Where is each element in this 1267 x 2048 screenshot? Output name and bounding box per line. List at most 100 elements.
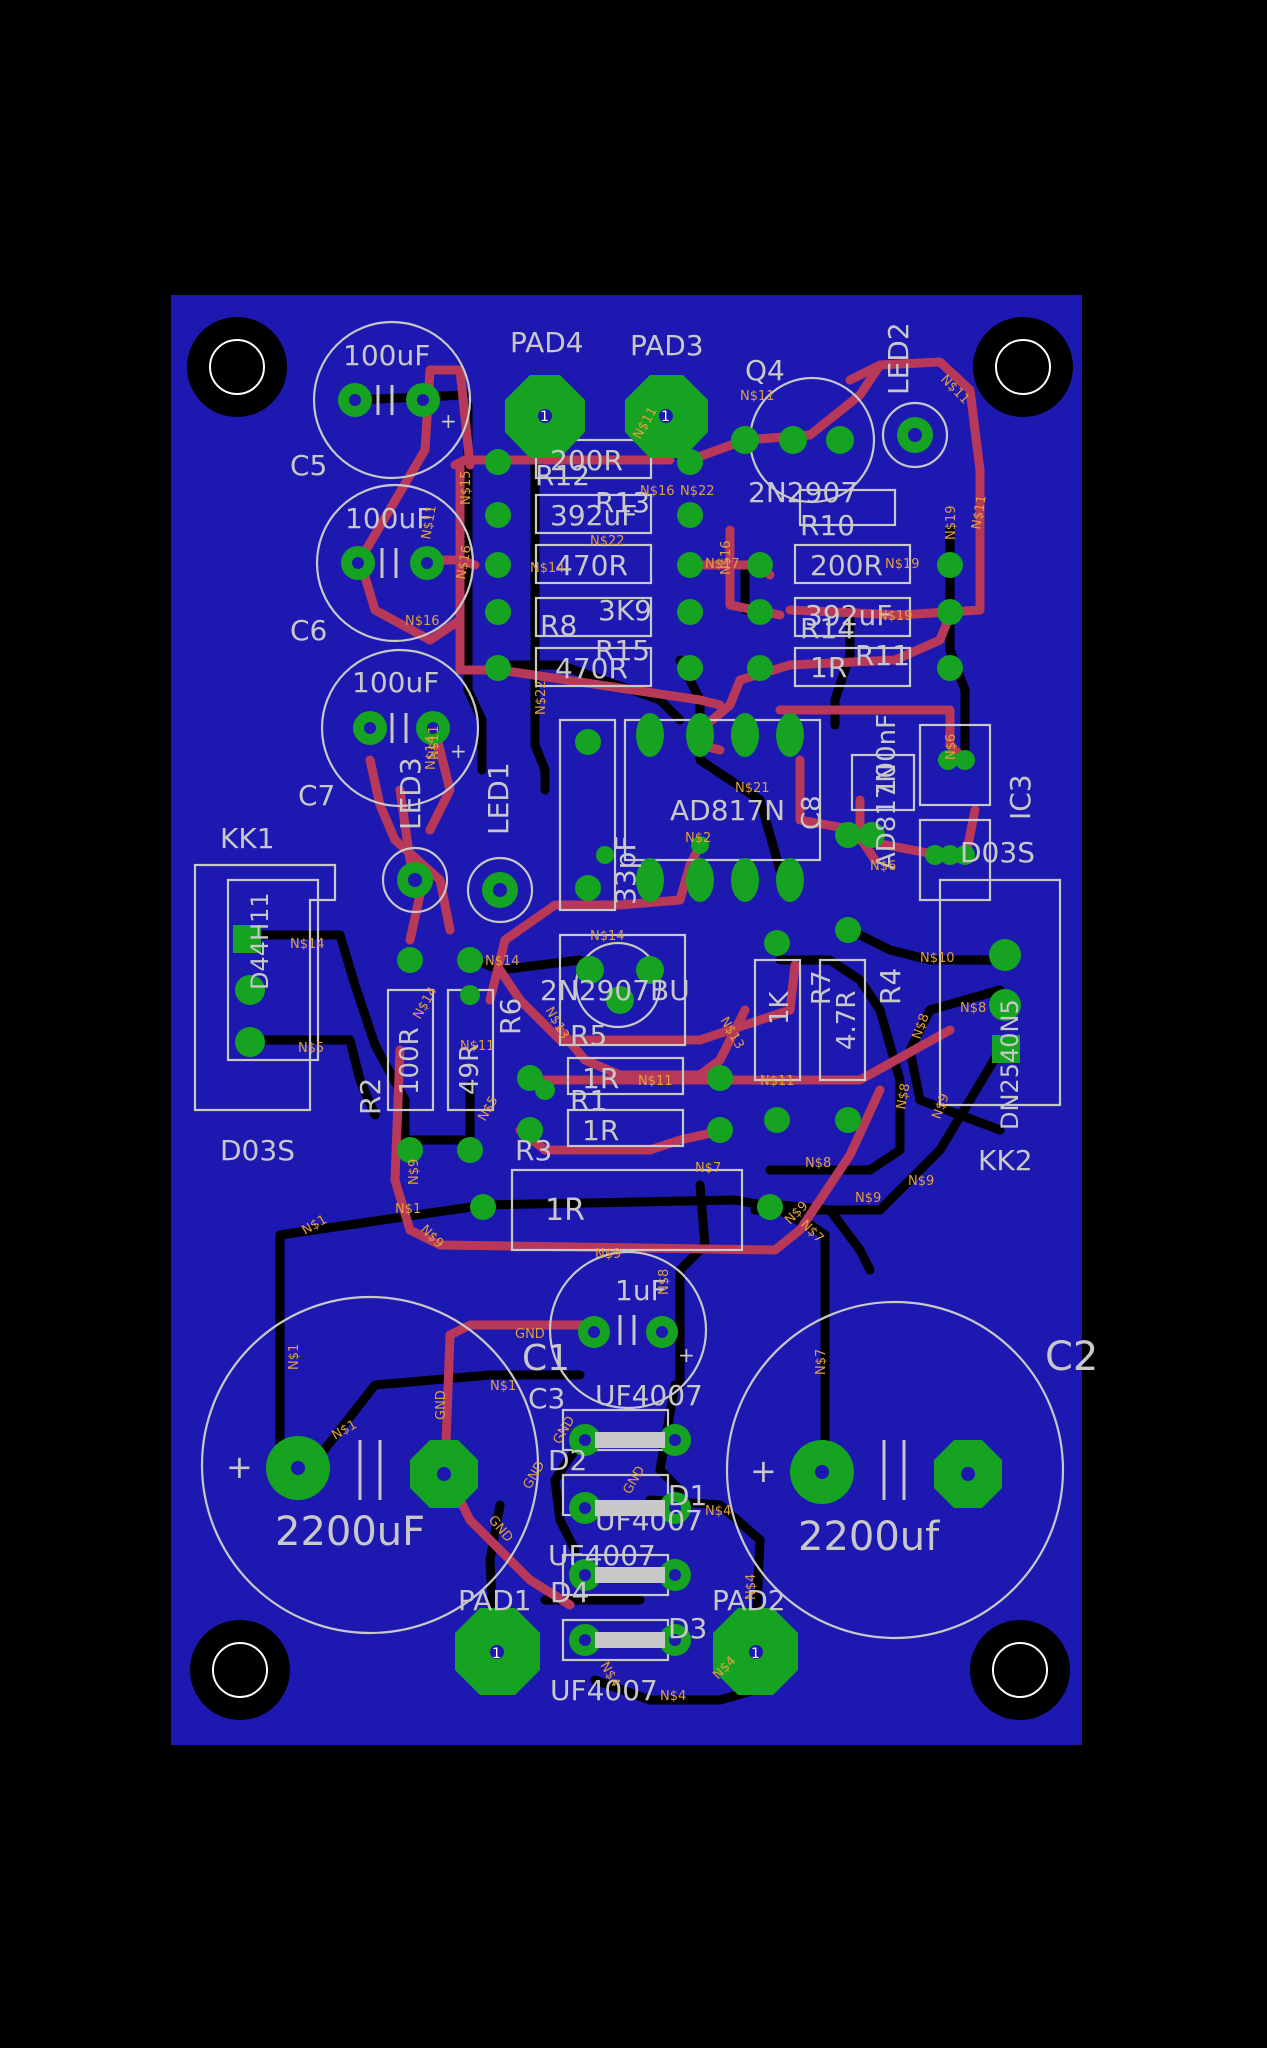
label-c5-ref: C5	[290, 449, 327, 482]
label-c8-value: 100nF	[872, 714, 902, 795]
label-c1-ref: C1	[522, 1338, 570, 1379]
label-r6-value: 49R	[455, 1044, 485, 1095]
svg-text:N$8: N$8	[894, 1082, 913, 1110]
svg-text:GND: GND	[434, 1390, 449, 1420]
svg-text:N$14: N$14	[485, 954, 520, 969]
label-c1-plus: +	[678, 1343, 695, 1367]
label-ic3-value: AD817N	[872, 763, 902, 870]
label-r8-value: 3K9	[598, 594, 652, 627]
label-d3-value: UF4007	[550, 1674, 658, 1707]
label-pad3: PAD3	[630, 329, 704, 362]
label-r7-ref: R7	[807, 970, 837, 1005]
svg-text:N$11: N$11	[460, 1039, 495, 1054]
label-d03s-left: D03S	[220, 1134, 295, 1167]
svg-text:N$11: N$11	[427, 725, 442, 760]
label-r13-ref: R13	[595, 486, 650, 519]
label-r3-ref: R3	[515, 1134, 552, 1167]
label-d1-value: UF4007	[595, 1504, 703, 1537]
pad3-number: 1	[661, 409, 670, 425]
label-c8-ref: C8	[797, 795, 827, 830]
svg-text:N$4: N$4	[744, 1574, 759, 1600]
label-c5-plus: +	[440, 409, 457, 433]
label-c3-plus: +	[226, 1448, 253, 1486]
svg-text:N$19: N$19	[944, 505, 959, 540]
label-ic1-value: AD817N	[670, 794, 785, 827]
silkscreen-labels: 100uF C5 100uF C6 100uF C7 PAD4 PAD3 Q4 …	[220, 322, 1098, 1707]
svg-text:N$8: N$8	[960, 1001, 986, 1016]
label-c7-value: 100uF	[352, 666, 439, 699]
label-r14-value: 392uF	[805, 599, 892, 632]
svg-text:N$14: N$14	[290, 937, 325, 952]
svg-text:N$4: N$4	[660, 1689, 686, 1704]
svg-text:N$22: N$22	[534, 680, 549, 715]
label-r12-ref: R12	[535, 459, 590, 492]
svg-text:N$10: N$10	[920, 951, 955, 966]
label-r5-value: 1R	[582, 1114, 619, 1147]
label-kk2-part: DN2540N5	[996, 999, 1024, 1130]
label-c5-value: 100uF	[343, 339, 430, 372]
label-d1-ref: D1	[668, 1479, 707, 1512]
label-d44h11: D44H11	[246, 892, 274, 990]
label-c7-plus: +	[450, 739, 467, 763]
label-r13-value: 392uF	[550, 499, 637, 532]
svg-text:N$22: N$22	[590, 534, 625, 549]
label-r4-ref: R4	[874, 968, 907, 1005]
label-r14-ref: R14	[800, 612, 855, 645]
svg-text:N$6: N$6	[870, 859, 896, 874]
svg-text:N$9: N$9	[407, 1159, 422, 1185]
label-kk1: KK1	[220, 822, 275, 855]
svg-text:N$8: N$8	[657, 1269, 672, 1295]
label-r9-value: 470R	[555, 549, 628, 582]
drill-holes	[291, 394, 975, 1659]
label-d4-value: UF4007	[548, 1539, 656, 1572]
svg-text:N$19: N$19	[878, 609, 913, 624]
label-r1-value: 1R	[582, 1062, 619, 1095]
svg-text:N$21: N$21	[735, 781, 770, 796]
svg-text:N$9: N$9	[855, 1191, 881, 1206]
mounting-holes	[187, 317, 1073, 1720]
label-c3-ref: C3	[528, 1382, 565, 1415]
label-d03s-right: D03S	[960, 836, 1035, 869]
label-c2-plus: +	[750, 1452, 777, 1490]
pad2-number: 1	[751, 1646, 760, 1662]
label-pad1: PAD1	[458, 1584, 532, 1617]
pad4-number: 1	[540, 409, 549, 425]
label-kk2: KK2	[978, 1144, 1033, 1177]
label-r2-value: 100R	[395, 1027, 425, 1095]
label-c6-value: 100uF	[345, 502, 432, 535]
label-r10-value: 200R	[810, 549, 883, 582]
svg-text:N$16: N$16	[405, 614, 440, 629]
svg-text:N$11: N$11	[969, 494, 990, 531]
svg-text:N$11: N$11	[638, 1074, 673, 1089]
svg-text:N$14: N$14	[530, 561, 565, 576]
label-r7-value: 4.7R	[832, 991, 862, 1050]
diode-bodies	[595, 1432, 665, 1648]
svg-text:N$17: N$17	[705, 557, 740, 572]
label-pad4: PAD4	[510, 326, 584, 359]
label-r2-ref: R2	[354, 1078, 387, 1115]
label-c7-ref: C7	[298, 779, 335, 812]
svg-text:N$14: N$14	[424, 735, 439, 770]
svg-text:N$9: N$9	[908, 1174, 934, 1189]
label-r11-ref: R11	[855, 639, 910, 672]
svg-text:N$11: N$11	[760, 1074, 795, 1089]
label-led1: LED1	[482, 762, 515, 835]
capacitor-symbols	[358, 385, 906, 1500]
svg-text:N$15: N$15	[459, 470, 474, 505]
label-q3-value: 2N2907BU	[540, 974, 690, 1007]
label-c1-value: 1uF	[615, 1274, 667, 1307]
svg-text:N$16: N$16	[640, 484, 675, 499]
label-d4-ref: D4	[550, 1576, 589, 1609]
svg-text:N$1: N$1	[395, 1202, 421, 1217]
label-q4-value: 2N2907	[748, 476, 858, 509]
label-r10-ref: R10	[800, 509, 855, 542]
label-d2-ref: D2	[548, 1444, 587, 1477]
label-c6-ref: C6	[290, 614, 327, 647]
svg-text:N$16: N$16	[719, 540, 734, 575]
label-c4-value: 33pF	[609, 835, 642, 905]
label-led3: LED3	[394, 757, 427, 830]
svg-text:N$6: N$6	[944, 734, 959, 760]
label-c2-ref: C2	[1045, 1334, 1098, 1380]
svg-text:N$19: N$19	[885, 557, 920, 572]
